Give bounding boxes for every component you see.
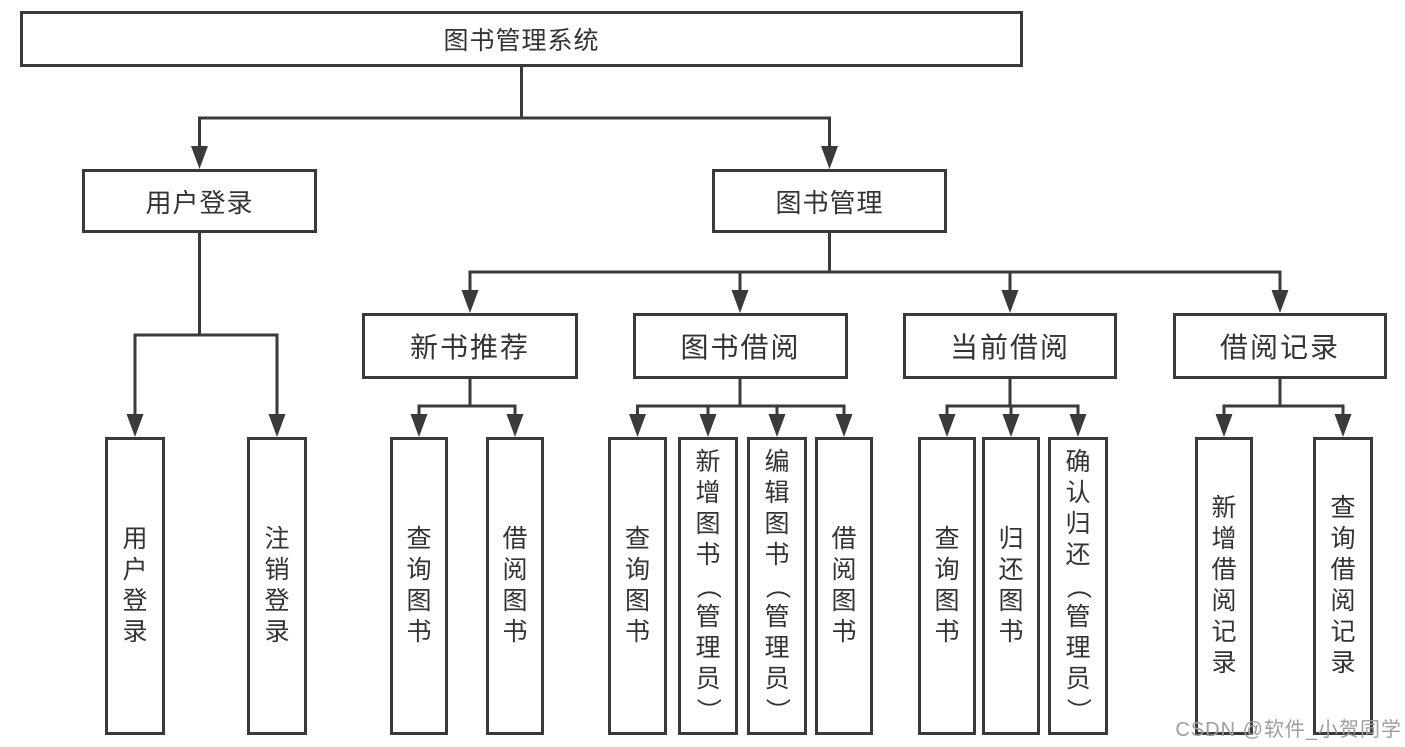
leaf-return-books: 归还图书 — [982, 437, 1040, 735]
leaf-borrow-books: 借阅图书 — [815, 437, 873, 735]
node-book-management-branch: 图书管理 — [712, 169, 947, 233]
leaf-user-login: 用户登录 — [105, 437, 165, 735]
arrowheads — [126, 146, 1352, 437]
leaf-query-books-recommend: 查询图书 — [390, 437, 448, 735]
leaf-query-books-borrowing: 查询图书 — [608, 437, 667, 735]
node-user-login-branch: 用户登录 — [82, 169, 317, 233]
leaf-logout: 注销登录 — [247, 437, 307, 735]
leaf-add-books-admin: 新增图书（管理员） — [678, 437, 738, 735]
node-new-book-recommend: 新书推荐 — [362, 313, 578, 379]
node-root-system: 图书管理系统 — [20, 11, 1023, 67]
leaf-confirm-return-admin: 确认归还（管理员） — [1048, 437, 1108, 735]
leaf-add-borrow-record: 新增借阅记录 — [1195, 437, 1253, 735]
node-borrowing-records: 借阅记录 — [1173, 313, 1387, 379]
leaf-query-books-current: 查询图书 — [918, 437, 976, 735]
leaf-borrow-books-recommend: 借阅图书 — [486, 437, 544, 735]
node-book-borrowing: 图书借阅 — [633, 313, 848, 379]
node-current-borrowing: 当前借阅 — [903, 313, 1117, 379]
leaf-query-borrow-record: 查询借阅记录 — [1313, 437, 1373, 735]
csdn-watermark: CSDN @软件_小贺同学 — [1175, 719, 1402, 741]
leaf-edit-books-admin: 编辑图书（管理员） — [747, 437, 807, 735]
